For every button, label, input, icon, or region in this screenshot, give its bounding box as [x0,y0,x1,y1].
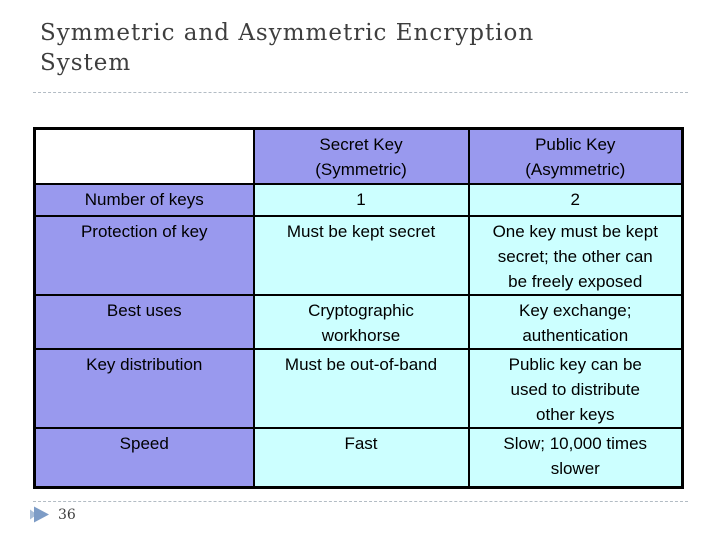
table-row: Key distribution Must be out-of-band Pub… [33,347,684,429]
table-row: Number of keys 1 2 [33,182,684,217]
table-row: Protection of key Must be kept secret On… [33,214,684,296]
cell-best-uses-symmetric: Cryptographic workhorse [252,293,470,350]
column-header-asymmetric: Public Key (Asymmetric) [467,127,684,185]
table-row: Speed Fast Slow; 10,000 times slower [33,426,684,489]
table-row: Best uses Cryptographic workhorse Key ex… [33,293,684,350]
comparison-table: Secret Key (Symmetric) Public Key (Asymm… [33,127,684,489]
cell-number-of-keys-asymmetric: 2 [467,182,684,217]
cell-key-distribution-symmetric: Must be out-of-band [252,347,470,429]
row-label-best-uses: Best uses [33,293,255,350]
cell-number-of-keys-symmetric: 1 [252,182,470,217]
cell-speed-asymmetric: Slow; 10,000 times slower [467,426,684,489]
cell-best-uses-asymmetric: Key exchange; authentication [467,293,684,350]
cell-protection-asymmetric: One key must be kept secret; the other c… [467,214,684,296]
table-corner-cell [33,127,255,185]
page-marker-icon [30,506,51,523]
row-label-speed: Speed [33,426,255,489]
column-header-symmetric: Secret Key (Symmetric) [252,127,470,185]
page-number: 36 [58,506,76,523]
row-label-number-of-keys: Number of keys [33,182,255,217]
cell-key-distribution-asymmetric: Public key can be used to distribute oth… [467,347,684,429]
table-header-row: Secret Key (Symmetric) Public Key (Asymm… [33,127,684,185]
cell-protection-symmetric: Must be kept secret [252,214,470,296]
footer-divider [33,501,688,502]
footer: 36 [30,506,76,523]
row-label-protection-of-key: Protection of key [33,214,255,296]
cell-speed-symmetric: Fast [252,426,470,489]
title-divider [33,92,688,93]
row-label-key-distribution: Key distribution [33,347,255,429]
page-title: Symmetric and Asymmetric Encryption Syst… [40,20,535,76]
